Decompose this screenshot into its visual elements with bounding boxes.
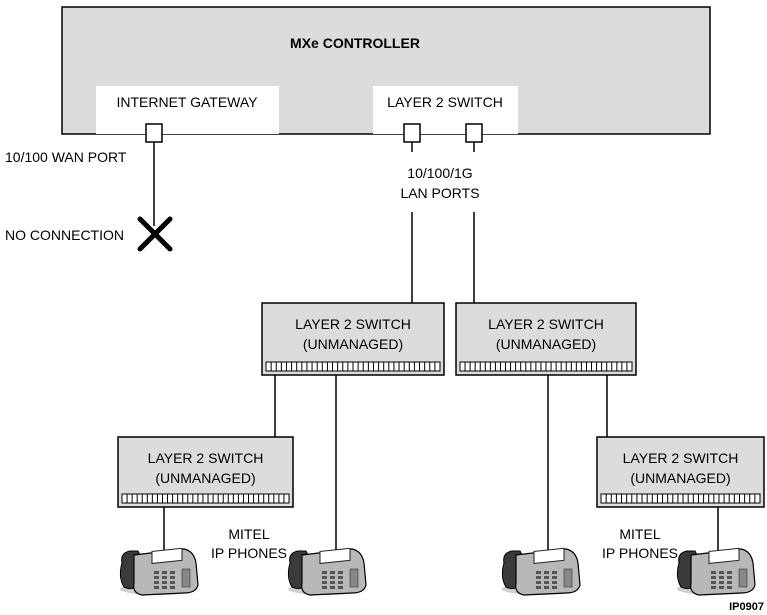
controller-title: MXe CONTROLLER	[290, 35, 420, 51]
layer2-switch-unmanaged: LAYER 2 SWITCH (UNMANAGED)	[261, 302, 445, 376]
no-connection-label: NO CONNECTION	[5, 227, 124, 243]
wan-port-label: 10/100 WAN PORT	[5, 149, 127, 165]
switch-label-line1: LAYER 2 SWITCH	[488, 316, 604, 332]
lan-connections: 10/100/1G LAN PORTS	[400, 142, 480, 303]
lan-port-1	[403, 123, 421, 143]
ip-phone-icon	[676, 547, 756, 596]
phones-group	[119, 547, 756, 596]
switches-group: LAYER 2 SWITCH (UNMANAGED) LAYER 2 SWITCH (…	[117, 302, 765, 508]
figure-id: IP0907	[729, 601, 764, 613]
layer2-switch-unmanaged: LAYER 2 SWITCH (UNMANAGED)	[455, 302, 637, 376]
phones-right-label-line1: MITEL	[619, 526, 660, 542]
no-connection-icon	[137, 216, 173, 252]
switch-label-line2: (UNMANAGED)	[496, 336, 596, 352]
lan-port-2	[465, 123, 483, 143]
wan-port	[145, 123, 163, 143]
ip-phone-icon	[287, 547, 367, 596]
controller-switch-panel	[373, 86, 518, 134]
switch-label-line1: LAYER 2 SWITCH	[623, 450, 739, 466]
ip-phone-icon	[119, 547, 199, 596]
ip-phone-icon	[501, 547, 581, 596]
mxe-controller: MXe CONTROLLER INTERNET GATEWAY LAYER 2 …	[61, 6, 711, 143]
switch-label-line2: (UNMANAGED)	[630, 470, 730, 486]
phones-left-label-line2: IP PHONES	[211, 545, 287, 561]
switch-label-line1: LAYER 2 SWITCH	[148, 450, 264, 466]
phones-left-label-line1: MITEL	[228, 526, 269, 542]
internet-gateway-panel	[96, 86, 279, 134]
switch-port-strip	[121, 493, 290, 504]
wan-connection: 10/100 WAN PORT NO CONNECTION	[5, 142, 173, 252]
layer2-switch-unmanaged: LAYER 2 SWITCH (UNMANAGED)	[117, 436, 294, 508]
layer2-switch-unmanaged: LAYER 2 SWITCH (UNMANAGED)	[596, 436, 765, 508]
switch-label-line2: (UNMANAGED)	[303, 336, 403, 352]
lan-ports-label-line1: 10/100/1G	[407, 165, 472, 181]
lan-ports-label-line2: LAN PORTS	[400, 185, 479, 201]
switch-label-line1: LAYER 2 SWITCH	[295, 316, 411, 332]
controller-switch-label: LAYER 2 SWITCH	[387, 94, 503, 110]
switch-label-line2: (UNMANAGED)	[155, 470, 255, 486]
internet-gateway-label: INTERNET GATEWAY	[116, 94, 258, 110]
switch-port-strip	[600, 493, 761, 504]
phones-right-label-line2: IP PHONES	[602, 545, 678, 561]
